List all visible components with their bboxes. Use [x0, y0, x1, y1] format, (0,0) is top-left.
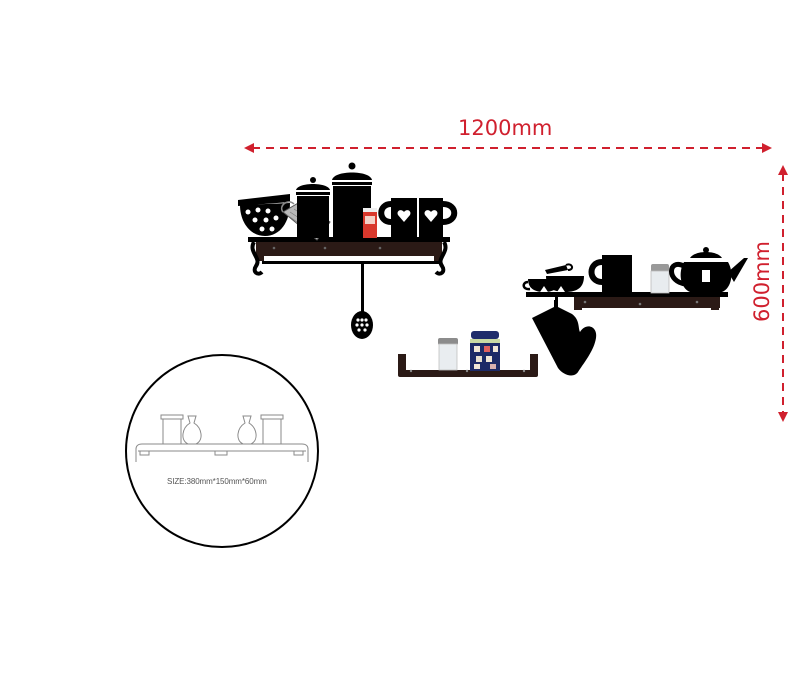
- heart-mug: [378, 198, 417, 238]
- teapot: [669, 247, 748, 292]
- heart-mug: [419, 198, 458, 238]
- stacked-cups: [522, 263, 584, 308]
- small-canister: [296, 177, 330, 238]
- width-dimension-label: 1200mm: [458, 116, 553, 140]
- right-shelf: [522, 247, 748, 376]
- height-dimension-arrow: [778, 165, 788, 422]
- salt-shaker: [650, 264, 670, 294]
- polka-dot-bowl: [238, 194, 290, 236]
- size-specification: SIZE:380mm*150mm*60mm: [167, 477, 267, 486]
- width-dimension-arrow: [244, 143, 772, 153]
- tea-tin: [470, 331, 500, 371]
- size-detail-circle: [125, 354, 319, 548]
- upper-left-shelf: [238, 162, 458, 339]
- spice-box: [363, 208, 377, 238]
- oven-mitt: [532, 300, 597, 376]
- mug: [588, 255, 632, 293]
- bottom-shelf: [398, 331, 538, 377]
- slotted-spoon: [351, 262, 373, 339]
- salt-shaker: [438, 338, 458, 371]
